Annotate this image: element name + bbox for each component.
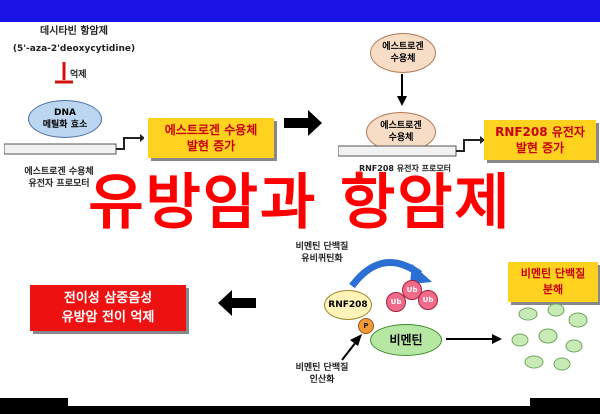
left-arrow-icon xyxy=(218,290,256,316)
dnmt-line1: DNA xyxy=(54,108,76,118)
dna-methyltransferase: DNA 메틸화 효소 xyxy=(28,100,102,138)
er-bound-line1: 에스트로겐 xyxy=(380,121,422,131)
top-bar xyxy=(0,0,600,22)
er-increase-box: 에스트로겐 수용체 발현 증가 xyxy=(148,118,274,158)
metastasis-line2: 유방암 전이 억제 xyxy=(61,310,155,325)
er-promoter-line2: 유전자 프로모터 xyxy=(28,179,90,189)
rnf-increase-line1: RNF208 유전자 xyxy=(495,125,585,139)
inhibition-icon xyxy=(55,62,73,84)
phosphorylation-line2: 인산화 xyxy=(309,375,335,385)
metastasis-box: 전이성 삼중음성 유방암 전이 억제 xyxy=(30,285,186,331)
er-top-line1: 에스트로겐 xyxy=(382,42,424,52)
phosphorylation-label: 비멘틴 단백질 인산화 xyxy=(272,362,372,386)
er-bound-line2: 수용체 xyxy=(388,133,414,143)
rnf208-promoter-label: RNF208 유전자 프로모터 xyxy=(358,164,452,173)
phosphate-group: P xyxy=(358,318,374,334)
ubiquitination-line2: 유비퀴틴화 xyxy=(301,254,343,264)
ubiquitin-3: Ub xyxy=(418,290,438,310)
ubiquitin-2: Ub xyxy=(402,280,422,300)
er-promoter-dna xyxy=(4,134,144,155)
er-increase-line2: 발현 증가 xyxy=(186,139,236,153)
inhibit-label: 억제 xyxy=(70,70,87,80)
down-arrow-icon xyxy=(397,74,407,106)
degraded-fragments-icon xyxy=(511,303,588,371)
phosphorylation-arrow-icon xyxy=(341,334,362,361)
curved-arrow-icon xyxy=(349,258,432,289)
degradation-box: 비멘틴 단백질 분해 xyxy=(508,262,598,302)
ubiquitin-1: Ub xyxy=(386,292,406,312)
degradation-arrow-icon xyxy=(446,334,502,344)
ubiquitination-line1: 비멘틴 단백질 xyxy=(295,242,349,252)
rnf208-promoter-dna xyxy=(338,136,485,157)
estrogen-receptor-top: 에스트로겐 수용체 xyxy=(370,33,436,73)
phosphorylation-line1: 비멘틴 단백질 xyxy=(295,363,349,373)
er-top-line2: 수용체 xyxy=(390,54,416,64)
rnf208-protein: RNF208 xyxy=(324,290,372,320)
right-arrow-icon xyxy=(284,110,322,136)
er-promoter-label: 에스트로겐 수용체 유전자 프로모터 xyxy=(4,166,114,190)
vimentin-protein: 비멘틴 xyxy=(370,324,442,356)
metastasis-line1: 전이성 삼중음성 xyxy=(63,291,153,306)
main-title: 유방암과 항암제 xyxy=(88,168,512,238)
rnf-increase-line2: 발현 증가 xyxy=(515,141,565,155)
dnmt-line2: 메틸화 효소 xyxy=(42,120,88,130)
degradation-line1: 비멘틴 단백질 xyxy=(520,267,586,280)
bottom-bar xyxy=(0,398,600,414)
er-increase-line1: 에스트로겐 수용체 xyxy=(164,123,258,137)
degradation-line2: 분해 xyxy=(542,283,564,296)
drug-name: 데시타빈 항암제 xyxy=(40,26,108,37)
ubiquitination-label: 비멘틴 단백질 유비퀴틴화 xyxy=(272,241,372,265)
bottom-bar-gap xyxy=(68,398,530,406)
rnf208-increase-box: RNF208 유전자 발현 증가 xyxy=(484,120,596,160)
er-promoter-line1: 에스트로겐 수용체 xyxy=(24,167,94,177)
drug-compound: (5'-aza-2'deoxycytidine) xyxy=(12,44,136,54)
